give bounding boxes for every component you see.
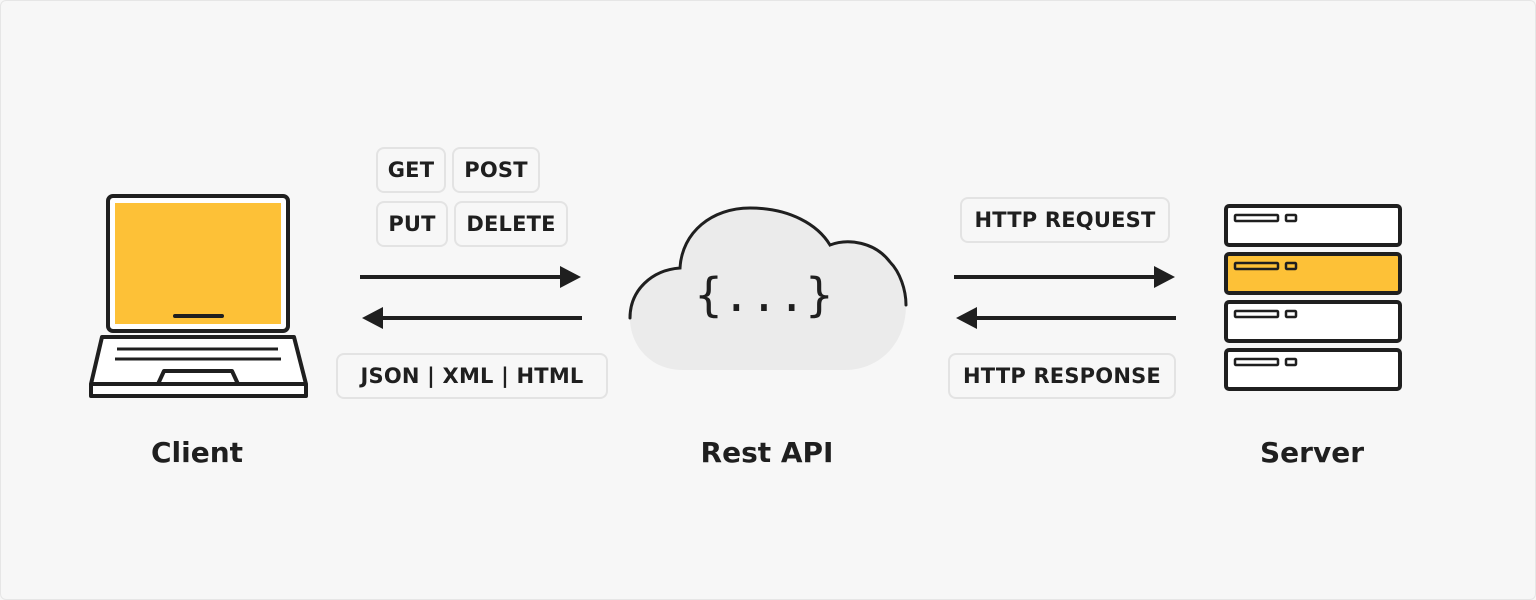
client-request-arrow (360, 266, 581, 288)
server-response-arrow (956, 307, 1176, 329)
server-unit (1224, 300, 1402, 343)
client-label: Client (150, 436, 244, 469)
method-post-pill: POST (452, 147, 540, 193)
method-get-pill: GET (376, 147, 446, 193)
server-rack-icon (1224, 204, 1402, 391)
server-unit (1224, 348, 1402, 391)
client-response-arrow (362, 307, 582, 329)
server-request-arrow (954, 266, 1175, 288)
server-unit (1224, 204, 1402, 247)
formats-pill: JSON | XML | HTML (336, 353, 608, 399)
method-put-pill: PUT (376, 201, 448, 247)
rest-api-label: Rest API (700, 436, 834, 469)
cloud-icon (628, 206, 908, 370)
http-response-pill: HTTP RESPONSE (948, 353, 1176, 399)
method-delete-pill: DELETE (454, 201, 568, 247)
server-unit-highlighted (1224, 252, 1402, 295)
laptop-icon (89, 194, 308, 398)
laptop-screen (115, 203, 281, 324)
http-request-pill: HTTP REQUEST (960, 197, 1170, 243)
server-label: Server (1259, 436, 1364, 469)
cloud-symbol: {...} (694, 268, 834, 322)
